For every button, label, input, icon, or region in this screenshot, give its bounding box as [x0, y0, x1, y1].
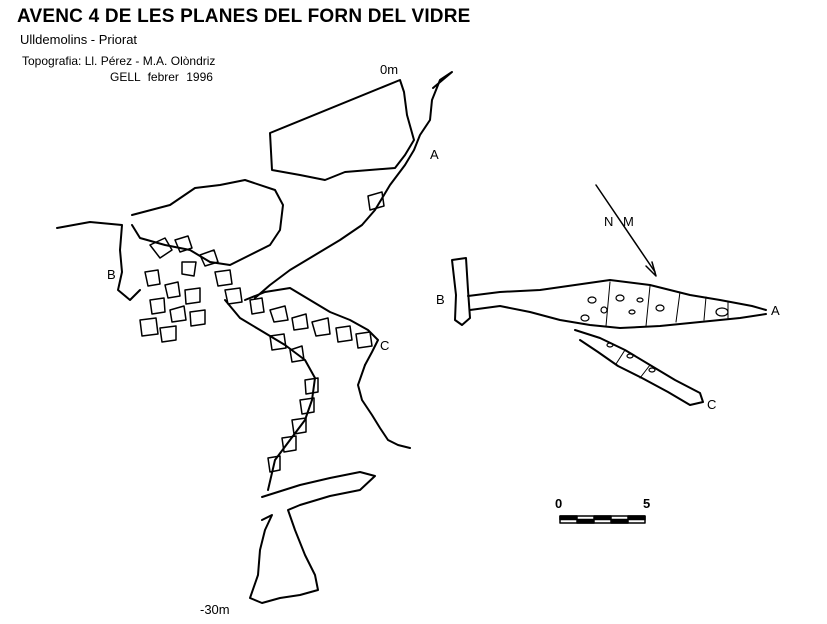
- plan-point-a-label: A: [771, 303, 780, 318]
- plan-view: [451, 184, 767, 406]
- plan-gallery-upper: [467, 279, 767, 311]
- scale-end-label: 5: [643, 496, 651, 511]
- section-depth-top-label: 0m: [380, 62, 399, 77]
- location-subtitle: Ulldemolins - Priorat: [20, 32, 138, 47]
- section-depth-bottom-label: -30m: [200, 602, 230, 617]
- plan-entrance-pit: [451, 257, 471, 326]
- section-point-c-label: C: [380, 338, 390, 353]
- survey-group-date: GELL febrer 1996: [110, 70, 213, 84]
- section-point-b-label: B: [107, 267, 116, 282]
- vertical-section: [56, 71, 453, 604]
- section-right-wall-lower: [357, 364, 411, 449]
- scale-bar: [559, 515, 646, 524]
- plan-gallery-lower: [469, 305, 767, 329]
- north-arrow-icon: [595, 184, 656, 273]
- section-bottom-shaft: [249, 471, 376, 604]
- section-entrance-outline: [269, 79, 415, 181]
- plan-point-b-label: B: [436, 292, 445, 307]
- section-passage-upper: [244, 287, 379, 366]
- section-far-left-wall: [56, 221, 141, 301]
- plan-branch-c: [574, 329, 704, 406]
- page-title: AVENC 4 DE LES PLANES DEL FORN DEL VIDRE: [17, 6, 471, 27]
- section-right-wall-upper: [254, 71, 453, 299]
- section-point-a-label: A: [430, 147, 439, 162]
- survey-credits: Topografia: Ll. Pérez - M.A. Olòndriz: [22, 54, 216, 68]
- north-arrow-label: N M: [604, 214, 634, 229]
- scale-start-label: 0: [555, 496, 563, 511]
- plan-point-c-label: C: [707, 397, 717, 412]
